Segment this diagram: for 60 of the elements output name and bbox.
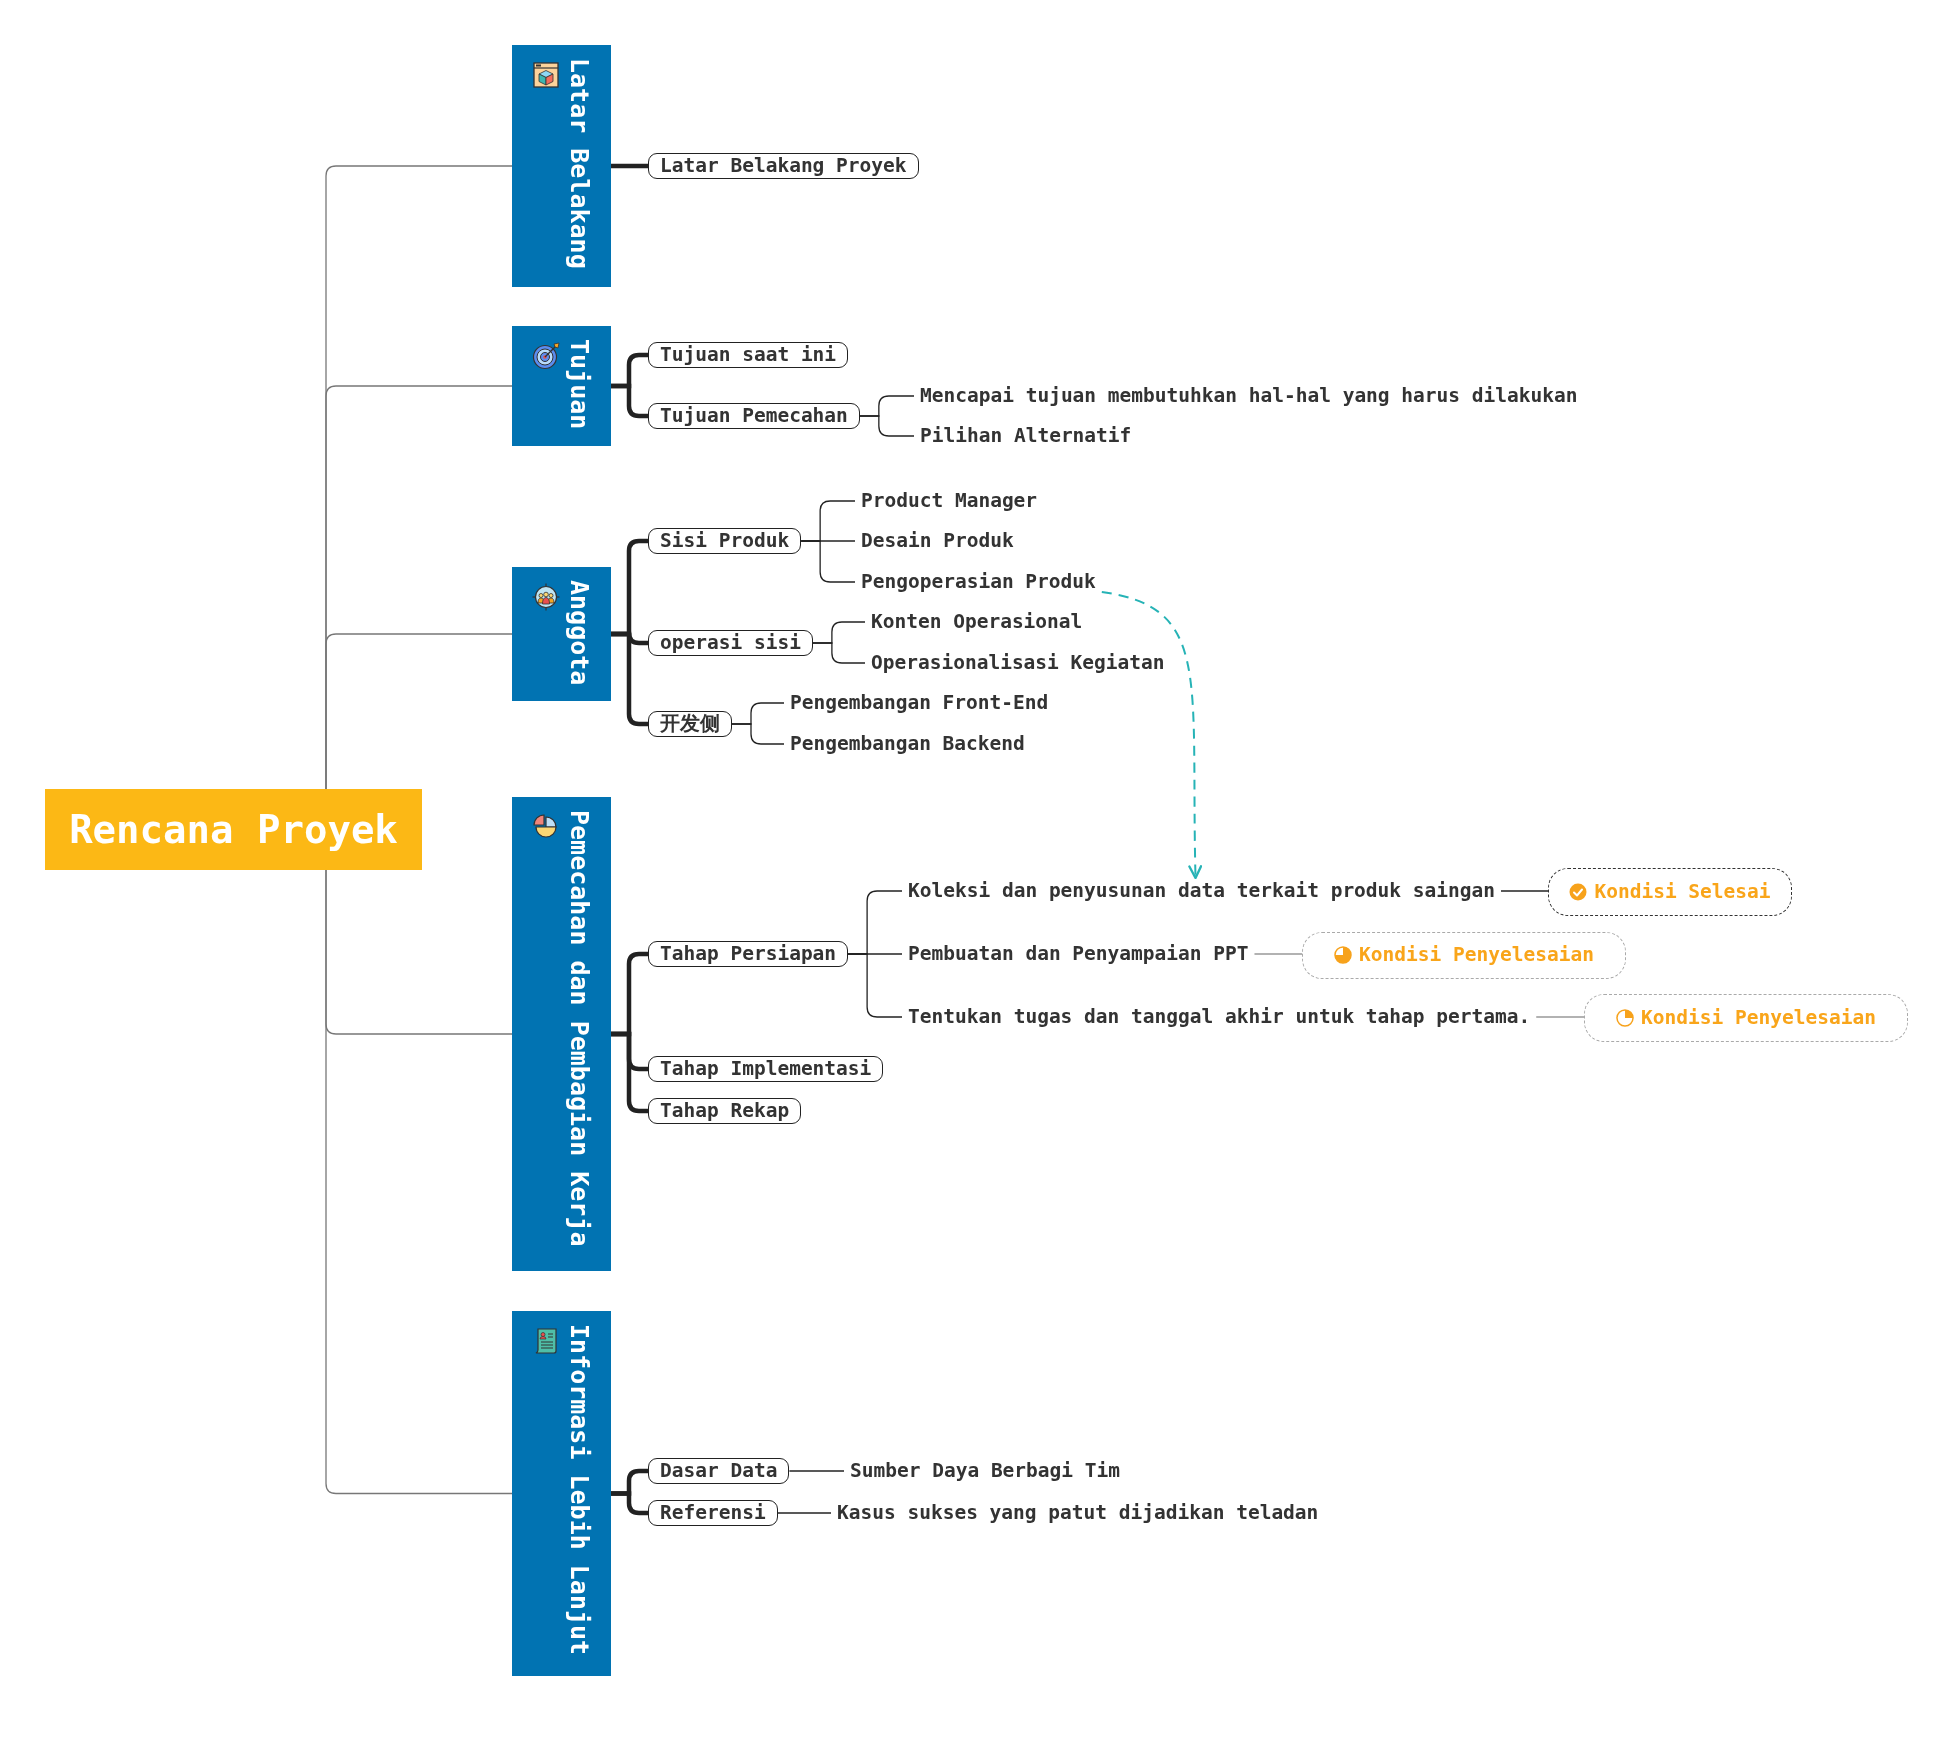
status-label: Kondisi Selesai [1594,880,1771,904]
subtopic-box: 开发侧 [648,711,732,737]
leaf-text: Sumber Daya Berbagi Tim [844,1458,1127,1484]
leaf-text: Pengembangan Front-End [784,690,1055,716]
status-label: Kondisi Penyelesaian [1359,943,1594,967]
connector-line [777,1512,832,1514]
status-label: Kondisi Penyelesaian [1641,1006,1876,1030]
connector-line [611,163,648,169]
leaf-text: Pengoperasian Produk [855,569,1102,595]
topic-label: Anggota [564,580,594,686]
connector-line [812,621,866,644]
leaf-text: Operasionalisasi Kegiatan [865,650,1171,676]
connector-line [731,702,785,725]
connector-line [1500,890,1549,892]
connector-line [611,538,648,637]
subtopic-box: Tahap Implementasi [648,1056,884,1082]
connector-line [325,869,513,1495]
subtopic-box: Sisi Produk [648,528,802,554]
topic-label: Pemecahan dan Pembagian Kerja [564,810,594,1247]
topic-box [512,1311,611,1676]
leaf-text: Konten Operasional [865,609,1089,635]
topic-label: Tujuan [564,339,594,430]
status-tag [1302,931,1626,979]
connector-line [611,951,648,1037]
topic-box [512,326,611,446]
subtopic-box: Referensi [648,1500,778,1526]
connector-line [325,165,513,790]
leaf-text: Tentukan tugas dan tanggal akhir untuk tahap pertama. [902,1004,1537,1030]
leaf-text: Pilihan Alternatif [914,423,1138,449]
subtopic-box: Tahap Persiapan [648,941,849,967]
leaf-text: Desain Produk [855,528,1020,554]
topic-box [512,797,611,1271]
subtopic-box: operasi sisi [648,630,813,656]
connector-line [859,415,915,437]
topic-box [512,567,611,701]
connector-line [1535,1016,1585,1018]
status-tag [1548,868,1792,916]
topic-box [512,45,611,287]
connector-line [611,352,648,389]
topic-label: Informasi Lebih Lanjut [564,1324,594,1656]
dashed-arrow [1100,591,1203,880]
connector-line [611,1468,648,1496]
subtopic-box: Dasar Data [648,1458,790,1484]
subtopic-box: Tujuan saat ini [648,342,849,368]
connector-line [1253,953,1303,955]
leaf-text: Pengembangan Backend [784,731,1031,757]
status-tag [1584,994,1908,1042]
central-topic-box: Rencana Proyek [45,789,422,870]
leaf-text: Product Manager [855,488,1044,514]
leaf-text: Kasus sukses yang patut dijadikan teladan [831,1500,1325,1526]
subtopic-box: Latar Belakang Proyek [648,153,919,179]
leaf-text: Mencapai tujuan membutuhkan hal-hal yang harus dilakukan [914,383,1584,409]
leaf-text: Koleksi dan penyusunan data terkait produk saingan [902,878,1501,904]
topic-label: Latar Belakang [564,58,594,269]
connector-line [788,1470,845,1472]
connector-line [847,953,903,1018]
leaf-text: Pembuatan dan Penyampaian PPT [902,941,1255,967]
connector-line [800,540,856,583]
subtopic-box: Tujuan Pemecahan [648,403,860,429]
subtopic-box: Tahap Rekap [648,1098,802,1124]
